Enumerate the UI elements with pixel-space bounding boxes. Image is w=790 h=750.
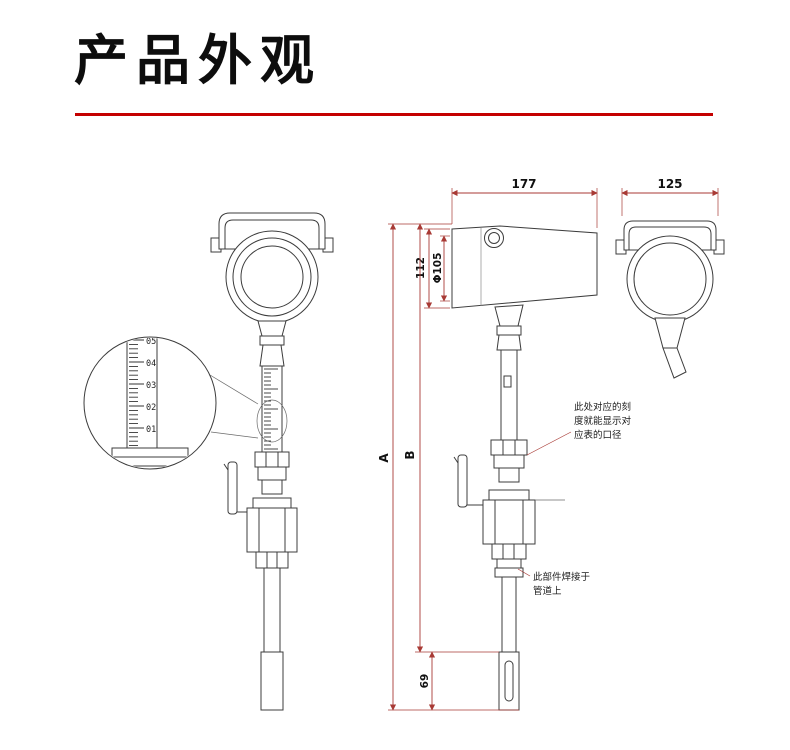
probe-rod-side xyxy=(501,576,517,653)
scale-number-01: 01 xyxy=(146,425,156,435)
dimension-label-phi105: Φ105 xyxy=(432,253,444,284)
detail-scale-ticks xyxy=(129,339,144,447)
display-bezel xyxy=(225,230,319,324)
annotation-scale-note-line-2: 度就能显示对 xyxy=(574,415,632,427)
annotation-scale-note-line-3: 应表的口径 xyxy=(574,429,622,441)
scale-number-05: 05 xyxy=(146,337,156,347)
probe-rod xyxy=(263,567,281,653)
face-view-drawing xyxy=(615,220,725,379)
valve-handle xyxy=(227,461,238,515)
dimension-label-A: A xyxy=(377,453,391,463)
scale-number-04: 04 xyxy=(146,359,156,369)
annotation-weld-note-line-2: 管道上 xyxy=(533,585,562,597)
ball-valve xyxy=(246,507,298,553)
ball-valve-side xyxy=(482,499,536,545)
front-view-drawing xyxy=(210,212,334,711)
sight-glass xyxy=(484,228,504,248)
dimension-label-112: 112 xyxy=(415,257,427,279)
dimension-label-69: 69 xyxy=(419,674,431,689)
scale-number-03: 03 xyxy=(146,381,156,391)
scale-number-02: 02 xyxy=(146,403,156,413)
annotations: 此处对应的刻 度就能显示对 应表的口径 此部件焊接于 管道上 xyxy=(517,401,632,597)
transmitter-housing-side xyxy=(451,225,598,309)
stem-tube xyxy=(500,349,518,441)
side-view-drawing xyxy=(451,225,598,711)
scale-window xyxy=(503,375,512,388)
housing-circle xyxy=(626,235,714,323)
probe-sensor-slot xyxy=(504,660,514,702)
dimension-label-177: 177 xyxy=(511,177,536,191)
detail-base-flange xyxy=(111,447,189,458)
dimension-label-B: B xyxy=(403,450,417,459)
display-window xyxy=(240,245,304,309)
insertion-scale-ticks xyxy=(264,368,278,450)
valve-handle-side xyxy=(457,454,468,508)
dimension-lines: 177 125 112 Φ105 A B 69 xyxy=(377,177,719,711)
bottom-cone xyxy=(654,317,686,349)
bottom-tip xyxy=(662,347,687,379)
title-underline xyxy=(75,113,713,116)
page-title: 产品外观 xyxy=(74,31,322,91)
annotation-scale-note-line-1: 此处对应的刻 xyxy=(574,401,631,413)
annotation-weld-note-line-1: 此部件焊接于 xyxy=(533,571,590,583)
detail-region-marker xyxy=(256,399,288,443)
dimension-label-125: 125 xyxy=(657,177,682,191)
detail-callout: 05 04 03 02 01 xyxy=(83,336,259,470)
probe-tip xyxy=(260,651,284,711)
